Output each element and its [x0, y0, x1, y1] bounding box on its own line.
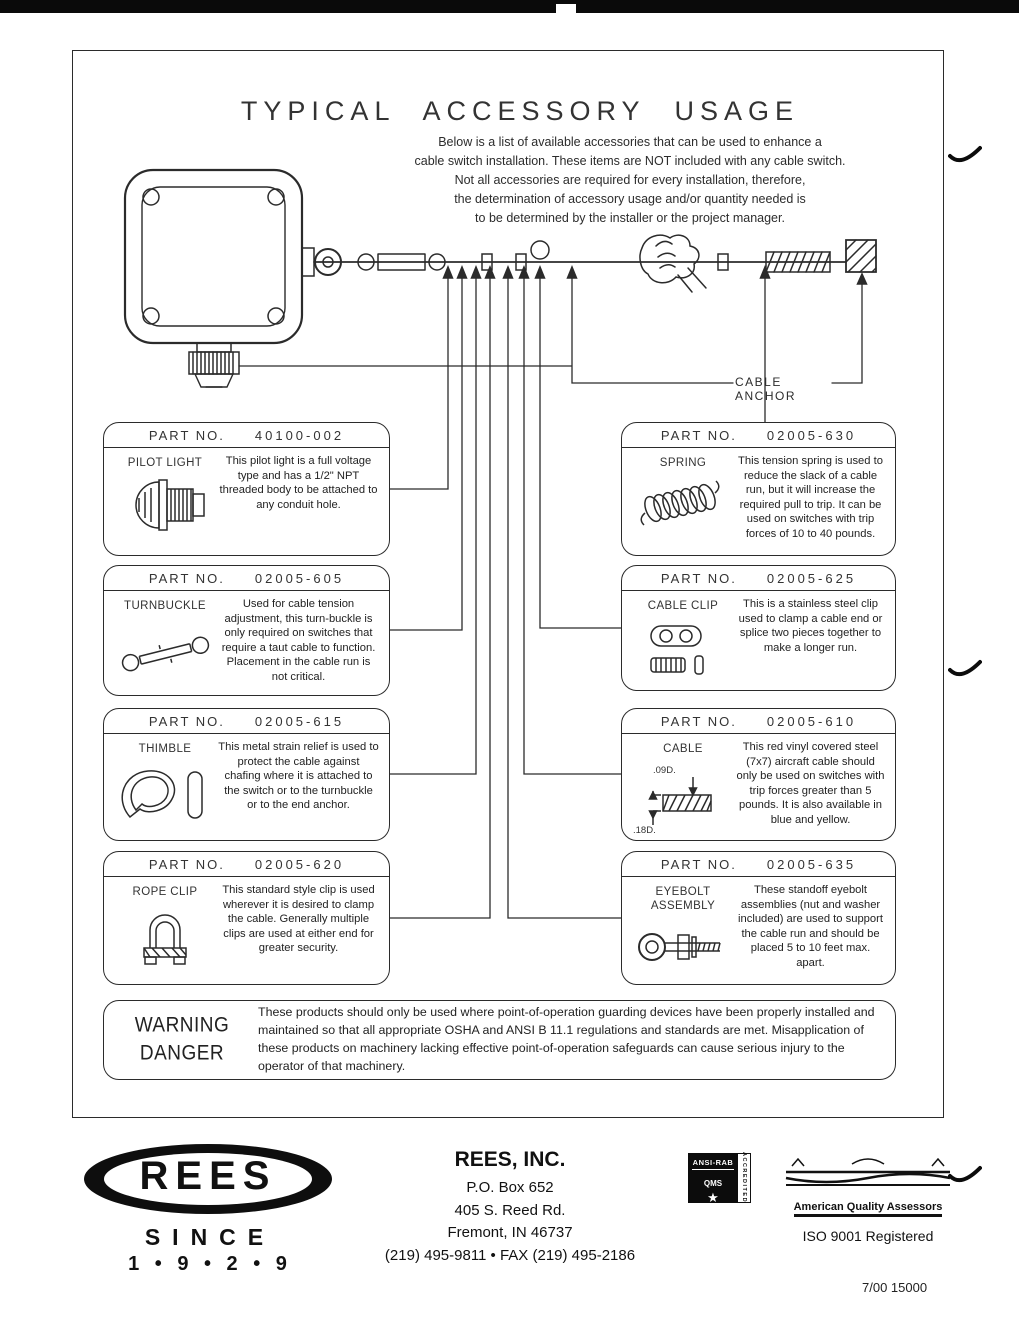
rope-clip-icon	[114, 908, 216, 968]
thimble-icon	[114, 765, 216, 825]
part-no-value: 02005-625	[766, 570, 857, 586]
part-no-label: PART NO.	[148, 713, 225, 729]
part-description: These standoff eyebolt assemblies (nut a…	[738, 884, 883, 969]
company-phone: (219) 495-9811 • FAX (219) 495-2186	[384, 1246, 636, 1264]
aqa-name: American Quality Assessors	[793, 1201, 943, 1217]
part-no-label: PART NO.	[660, 713, 737, 729]
star-icon: ★	[707, 1190, 719, 1205]
doc-code: 7/00 15000	[862, 1280, 928, 1295]
part-name: THIMBLE	[138, 743, 192, 755]
part-no-label: PART NO.	[660, 427, 737, 443]
intro-line: cable switch installation. These items a…	[414, 154, 846, 168]
company-address-2: 405 S. Reed Rd.	[454, 1201, 566, 1219]
warning-text: These products should only be used where…	[258, 1005, 875, 1073]
scan-edge-bar	[0, 0, 1019, 13]
pen-mark-artifact	[948, 1166, 982, 1183]
intro-line: Below is a list of available accessories…	[438, 135, 822, 149]
ansi-rab-logo: ANSI-RAB QMS ★ ACCREDITED	[688, 1152, 751, 1205]
part-name: CABLE	[663, 743, 703, 755]
pen-mark-artifact	[948, 146, 982, 163]
qms-text: QMS	[703, 1179, 723, 1188]
part-no-value: 40100-002	[254, 427, 345, 443]
ansi-rab-text: ANSI-RAB	[692, 1158, 734, 1170]
page-title: TYPICAL ACCESSORY USAGE	[240, 96, 800, 126]
intro-line: to be determined by the installer or the…	[475, 211, 785, 225]
intro-line: Not all accessories are required for eve…	[454, 173, 806, 187]
part-box-spring: PART NO. 02005-630 SPRING	[621, 422, 896, 556]
company-address-1: P.O. Box 652	[466, 1179, 554, 1196]
intro-paragraph: Below is a list of available accessories…	[340, 133, 920, 228]
turnbuckle-icon	[114, 622, 216, 678]
cable-anchor-label: CABLE ANCHOR	[735, 375, 797, 403]
company-address-3: Fremont, IN 46737	[447, 1224, 573, 1241]
cable-dim-top: .09D.	[653, 765, 676, 777]
part-name: EYEBOLT ASSEMBLY	[650, 886, 716, 913]
danger-label: DANGER	[139, 1041, 225, 1066]
page-border	[72, 50, 944, 1118]
pen-mark-artifact	[948, 660, 982, 677]
warning-label: WARNING	[134, 1014, 230, 1038]
part-no-value: 02005-635	[766, 856, 857, 872]
part-box-rope-clip: PART NO. 02005-620 ROPE CLIP This stan	[103, 851, 390, 985]
eyebolt-icon	[632, 923, 734, 971]
part-no-value: 02005-605	[254, 570, 345, 586]
part-no-label: PART NO.	[660, 856, 737, 872]
part-box-thimble: PART NO. 02005-615 THIMBLE This metal st…	[103, 708, 390, 841]
part-name: SPRING	[659, 457, 707, 469]
part-no-value: 02005-615	[254, 713, 345, 729]
company-name: REES, INC.	[454, 1148, 566, 1171]
part-no-label: PART NO.	[148, 427, 225, 443]
rees-logo: REES	[82, 1142, 334, 1216]
part-description: This is a stainless steel clip used to c…	[738, 598, 883, 654]
part-no-value: 02005-620	[254, 856, 345, 872]
pilot-light-icon	[114, 479, 216, 532]
part-box-turnbuckle: PART NO. 02005-605 TURNBUCKLE	[103, 565, 390, 696]
cable-icon: .09D. .18D.	[631, 765, 735, 840]
warning-box: WARNING DANGER These products should onl…	[103, 1000, 896, 1080]
company-block: REES, INC. P.O. Box 652 405 S. Reed Rd. …	[350, 1148, 670, 1267]
iso-registered: ISO 9001 Registered	[802, 1228, 934, 1244]
part-description: This red vinyl covered steel (7x7) aircr…	[736, 741, 885, 826]
part-description: This standard style clip is used whereve…	[222, 884, 375, 955]
part-no-label: PART NO.	[148, 570, 225, 586]
part-no-value: 02005-630	[766, 427, 857, 443]
part-no-label: PART NO.	[148, 856, 225, 872]
part-description: Used for cable tension adjustment, this …	[221, 598, 376, 683]
aqa-logo: American Quality Assessors	[782, 1157, 954, 1217]
part-box-cable: PART NO. 02005-610 CABLE .09D.	[621, 708, 896, 841]
part-no-label: PART NO.	[660, 570, 737, 586]
part-description: This pilot light is a full voltage type …	[219, 455, 378, 511]
part-no-value: 02005-610	[766, 713, 857, 729]
since-label: SINCE	[144, 1224, 276, 1250]
intro-line: the determination of accessory usage and…	[454, 192, 806, 206]
rees-logo-text: REES	[139, 1154, 277, 1198]
part-box-cable-clip: PART NO. 02005-625 CABLE CLIP This is	[621, 565, 896, 691]
part-box-pilot-light: PART NO. 40100-002 PILOT LIGHT This pi	[103, 422, 390, 556]
part-description: This metal strain relief is used to prot…	[218, 741, 379, 812]
part-description: This tension spring is used to reduce th…	[738, 455, 883, 540]
spring-icon	[632, 479, 734, 533]
part-name: PILOT LIGHT	[127, 457, 203, 469]
part-box-eyebolt: PART NO. 02005-635 EYEBOLT ASSEMBLY Th	[621, 851, 896, 985]
part-name: ROPE CLIP	[132, 886, 198, 898]
part-name: TURNBUCKLE	[124, 600, 206, 612]
part-name: CABLE CLIP	[647, 600, 719, 612]
since-years: 1 • 9 • 2 • 9	[128, 1253, 292, 1275]
accredited-text: ACCREDITED	[741, 1152, 747, 1204]
cable-clip-icon	[632, 622, 734, 682]
cable-dim-bottom: .18D.	[633, 825, 656, 837]
